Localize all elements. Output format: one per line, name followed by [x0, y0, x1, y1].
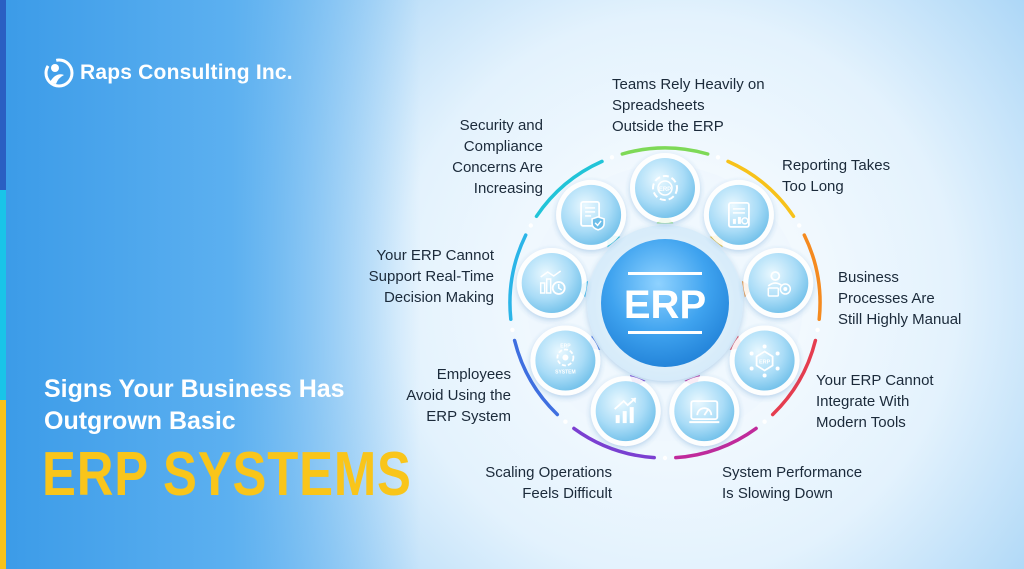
speed-gauge-icon: [689, 400, 720, 424]
headline-line-2: Outgrown Basic: [44, 407, 236, 435]
document-settings-icon: ERP: [652, 175, 678, 201]
hub-label: ERP: [624, 283, 706, 327]
sign-node: [743, 248, 814, 318]
ring-dot: [797, 223, 802, 228]
sign-node: [703, 179, 774, 250]
svg-text:ERP: ERP: [560, 344, 571, 350]
node-circle: [674, 381, 735, 442]
sign-node: ERP: [729, 325, 800, 396]
node-circle: [561, 184, 622, 245]
ring-dot: [715, 155, 721, 160]
erp-system-icon: ERP SYSTEM: [555, 344, 576, 376]
sign-label-9: Security and Compliance Concerns Are Inc…: [452, 117, 543, 197]
sign-nodes: ERP ERP ERP SYSTEM: [516, 153, 814, 447]
secure-document-icon: [580, 200, 605, 231]
logo-mark-icon: [44, 58, 74, 88]
hub-bottom-rule: [628, 331, 702, 334]
sign-node: ERP: [630, 153, 700, 223]
analytics-clock-icon: [539, 270, 566, 295]
hub-top-rule: [628, 272, 702, 275]
edge-stripe-bottom: [0, 400, 6, 569]
sign-label-3: Business Processes Are Still Highly Manu…: [838, 269, 962, 328]
sign-node: [669, 376, 740, 447]
brand-logo: Raps Consulting Inc.: [44, 58, 293, 88]
ring-dot: [563, 419, 568, 424]
sign-label-7: Employees Avoid Using the ERP System: [406, 366, 511, 425]
node-circle: [635, 158, 695, 218]
ring-dot: [609, 155, 615, 160]
erp-network-icon: ERP: [749, 344, 780, 378]
ring-segment: [674, 426, 758, 460]
sign-node: [590, 376, 661, 447]
headline: Signs Your Business Has Outgrown Basic: [44, 373, 345, 437]
sign-node: ERP SYSTEM: [530, 325, 601, 396]
sign-node: [556, 179, 627, 250]
sign-label-5: System Performance Is Slowing Down: [722, 464, 863, 502]
user-process-icon: [767, 271, 792, 297]
ring-segment: [508, 233, 528, 321]
node-circle: [708, 184, 769, 245]
sign-label-4: Your ERP Cannot Integrate With Modern To…: [816, 372, 934, 431]
ring-dot: [762, 419, 767, 424]
sign-label-6: Scaling Operations Feels Difficult: [485, 464, 612, 502]
color-ring: [508, 146, 822, 461]
ring-dot: [815, 327, 820, 333]
ring-segment: [534, 159, 604, 219]
left-panel: [0, 0, 420, 569]
ring-dot: [662, 455, 668, 461]
svg-text:SYSTEM: SYSTEM: [555, 370, 576, 376]
sign-label-2: Reporting Takes Too Long: [782, 157, 891, 195]
growth-arrows-icon: [614, 397, 637, 424]
edge-stripe-middle: [0, 190, 6, 400]
ring-segment: [802, 233, 822, 321]
ring-segment: [572, 426, 656, 460]
sign-label-1: Teams Rely Heavily on Spreadsheets Outsi…: [612, 76, 765, 135]
ring-dot: [528, 223, 533, 228]
edge-stripe-top: [0, 0, 6, 190]
brand-name: Raps Consulting Inc.: [80, 61, 293, 84]
headline-line-1: Signs Your Business Has: [44, 375, 345, 403]
headline-emphasis: ERP SYSTEMS: [42, 440, 412, 509]
node-circle: [521, 253, 582, 313]
ring-dot: [510, 327, 515, 333]
svg-text:ERP: ERP: [659, 187, 671, 193]
sign-node: [516, 248, 587, 318]
hub-circle: [601, 239, 729, 367]
ring-segment: [620, 146, 710, 156]
ring-segment: [770, 338, 818, 417]
report-chart-icon: [728, 201, 750, 228]
sign-label-8: Your ERP Cannot Support Real-Time Decisi…: [368, 247, 494, 306]
ring-segment: [512, 338, 560, 417]
node-circle: [734, 330, 795, 391]
svg-text:ERP: ERP: [759, 360, 771, 366]
ring-segment: [726, 159, 796, 219]
